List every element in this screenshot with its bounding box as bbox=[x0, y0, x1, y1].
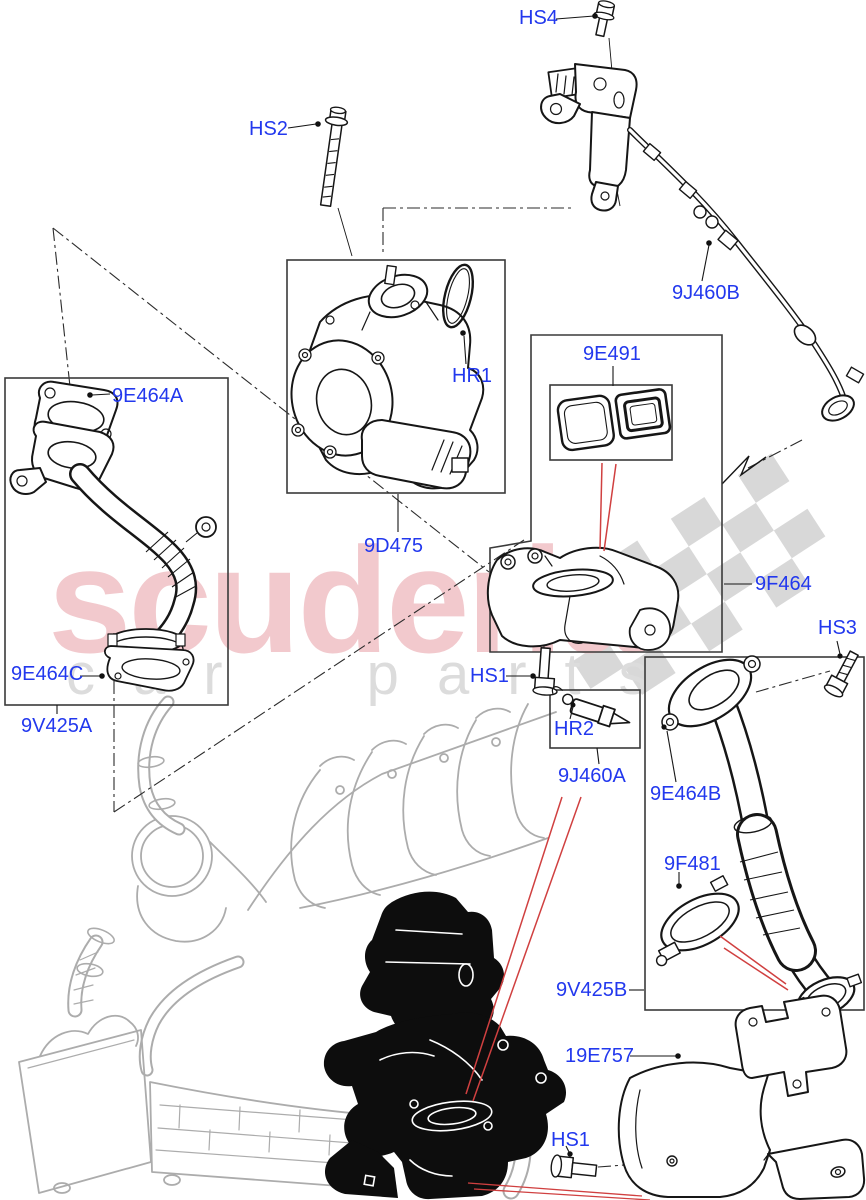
label-hs2[interactable]: HS2 bbox=[249, 118, 288, 140]
label-9e464b[interactable]: 9E464B bbox=[650, 783, 722, 805]
red-leader-lines bbox=[465, 462, 789, 1200]
part-egr-cooler-9f464 bbox=[486, 546, 680, 651]
part-bolt-hs2 bbox=[319, 106, 349, 207]
box-9e491 bbox=[549, 384, 673, 461]
label-9d475[interactable]: 9D475 bbox=[364, 535, 423, 557]
part-bolt-hs1-lower bbox=[550, 1154, 598, 1179]
label-hs4[interactable]: HS4 bbox=[519, 7, 558, 29]
label-9j460b[interactable]: 9J460B bbox=[672, 282, 740, 304]
label-leaders bbox=[56, 13, 843, 1157]
label-hr1[interactable]: HR1 bbox=[452, 365, 493, 387]
box-9d475 bbox=[286, 259, 506, 494]
part-bolt-hs1-upper bbox=[532, 647, 558, 696]
label-9v425b[interactable]: 9V425B bbox=[556, 979, 628, 1001]
egr-valve-installed-silhouette bbox=[323, 891, 567, 1200]
box-9f464-group bbox=[489, 334, 723, 653]
label-9f464[interactable]: 9F464 bbox=[755, 573, 812, 595]
label-9v425a[interactable]: 9V425A bbox=[21, 715, 93, 737]
part-gasket-9e464b bbox=[661, 655, 761, 731]
part-clamp-9f481 bbox=[655, 875, 740, 967]
label-9e464c[interactable]: 9E464C bbox=[11, 663, 84, 685]
box-9v425a-group bbox=[4, 377, 229, 706]
part-oring-hr1 bbox=[442, 263, 474, 329]
part-gasket-9e464c bbox=[103, 645, 195, 692]
label-9e464a[interactable]: 9E464A bbox=[112, 385, 184, 407]
part-sensor-bracket-top bbox=[540, 63, 638, 212]
part-sensor-hr2 bbox=[551, 686, 631, 728]
part-bolt-hs3 bbox=[823, 650, 859, 698]
part-gasket-kit-9e491 bbox=[556, 388, 672, 452]
label-9f481[interactable]: 9F481 bbox=[664, 853, 721, 875]
label-hs3[interactable]: HS3 bbox=[818, 617, 857, 639]
label-9j460a[interactable]: 9J460A bbox=[558, 765, 626, 787]
part-pipe-9v425b bbox=[708, 688, 863, 1018]
part-turbo-9d475 bbox=[290, 264, 485, 490]
part-heat-shield-19e757 bbox=[617, 994, 866, 1200]
label-hs1-lower[interactable]: HS1 bbox=[551, 1129, 590, 1151]
part-bolt-hs4 bbox=[593, 0, 616, 38]
label-hs1-upper[interactable]: HS1 bbox=[470, 665, 509, 687]
box-hr2 bbox=[549, 689, 641, 749]
label-hr2[interactable]: HR2 bbox=[554, 718, 595, 740]
label-19e757[interactable]: 19E757 bbox=[565, 1045, 634, 1067]
label-9e491[interactable]: 9E491 bbox=[583, 343, 641, 365]
part-tube-9j460b bbox=[627, 127, 865, 422]
